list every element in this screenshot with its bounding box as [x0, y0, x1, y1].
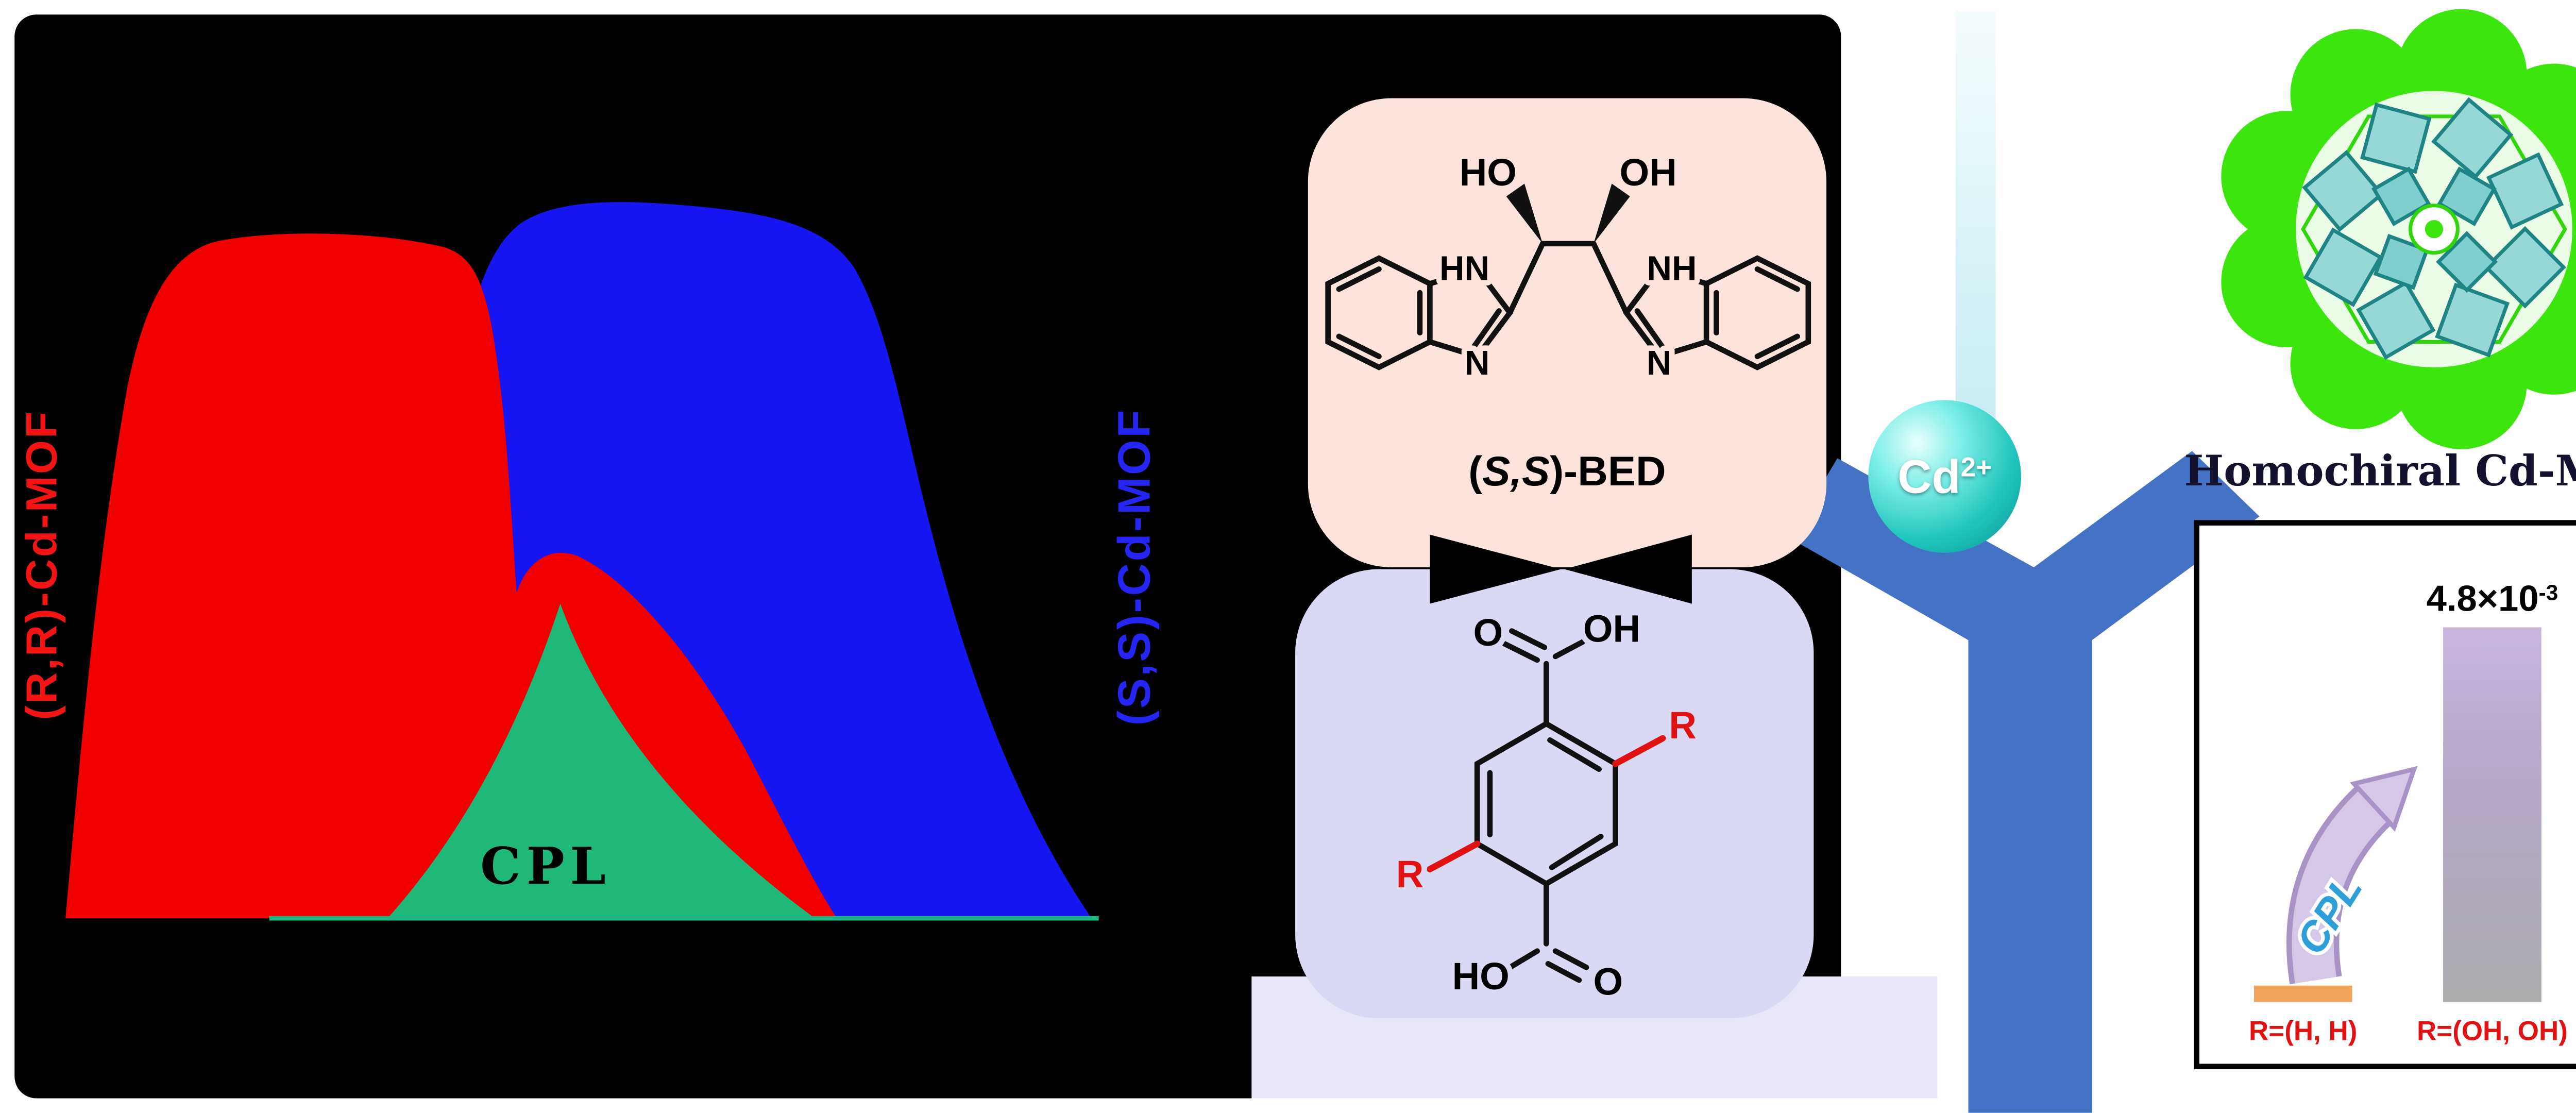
- oh-top-label: OH: [1583, 608, 1640, 650]
- cpl-trend-arrow-body: [2292, 782, 2396, 984]
- r-bond-right: [1612, 735, 1666, 767]
- glum-label-2: R=(OH, OH): [2417, 1016, 2568, 1048]
- reaction-arrow: [1790, 451, 2260, 1113]
- bed-name-stereo: S,S: [1482, 447, 1550, 495]
- wedge-bond-right: [1594, 183, 1630, 244]
- bowtie-left: [1430, 534, 1561, 604]
- red-spectrum-area: [65, 233, 837, 919]
- glum-value-2-exp: -3: [2538, 580, 2558, 606]
- ho-bottom-label: HO: [1452, 955, 1510, 998]
- glum-value-2: 4.8×10-3: [2392, 580, 2576, 622]
- benzimidazole-left: [1325, 255, 1514, 370]
- r-right-label: R: [1669, 704, 1697, 747]
- n-right-label: N: [1647, 344, 1671, 382]
- cd-symbol: Cd: [1897, 448, 1961, 503]
- wedge-bond-left: [1506, 183, 1543, 244]
- r-bond-left: [1427, 840, 1481, 873]
- cpl-spectra-svg: CPL: [65, 202, 1099, 921]
- glum-bar-1: [2253, 985, 2352, 1002]
- o-bottom-label: O: [1594, 960, 1623, 1003]
- cyan-beam: [1955, 11, 1996, 448]
- bowtie-right: [1564, 534, 1692, 604]
- glum-bar-2: [2443, 627, 2541, 1002]
- r-left-label: R: [1396, 853, 1424, 896]
- cd-charge: 2+: [1960, 451, 1992, 483]
- cpl-green-area: [387, 603, 815, 919]
- n-left-label: N: [1465, 344, 1489, 382]
- bed-name-suffix: )-BED: [1550, 447, 1666, 495]
- carboxyl-bottom: [1507, 881, 1589, 983]
- benzene-ring: [1474, 720, 1618, 887]
- cluster-polyhedra-inner: [2371, 166, 2498, 293]
- carboxyl-top: [1501, 628, 1586, 727]
- oh-label: OH: [1619, 151, 1676, 194]
- cpl-trend-arrow: CPL: [2284, 766, 2418, 985]
- nh-label: NH: [1647, 249, 1697, 288]
- o-top-label: O: [1473, 611, 1503, 654]
- mof-cluster-caption: Homochiral Cd-MOFs: [2184, 447, 2576, 497]
- glum-value-2-base: 4.8×10: [2426, 580, 2539, 620]
- linker-structure-svg: O OH R R HO O: [1391, 602, 1702, 1008]
- cd-label: Cd2+: [1897, 448, 1992, 504]
- ligand-box: HO OH HN N NH N (S,S)-BED: [1308, 98, 1827, 568]
- cluster-hexagon-wire: [2301, 114, 2567, 344]
- bed-name-prefix: (: [1468, 447, 1483, 495]
- cpl-trend-arrow-head: [2349, 766, 2418, 832]
- bed-central-bonds: [1506, 183, 1630, 316]
- right-spectrum-vertical-label: (S,S)-Cd-MOF: [1109, 409, 1161, 726]
- glum-label-1: R=(H, H): [2249, 1016, 2358, 1048]
- hn-label: HN: [1439, 249, 1489, 288]
- left-spectrum-vertical-label: (R,R)-Cd-MOF: [18, 409, 67, 720]
- linker-box: O OH R R HO O: [1295, 569, 1814, 1019]
- cpl-annotation: CPL: [480, 836, 611, 896]
- cd-cation-sphere: Cd2+: [1868, 400, 2021, 553]
- ho-label: HO: [1460, 151, 1517, 194]
- cluster-polyhedra-outer: [2302, 97, 2566, 360]
- bed-structure-svg: HO OH HN N NH N: [1325, 145, 1811, 388]
- cluster-center-dot: [2425, 220, 2444, 239]
- glum-chart-panel: 4.8×10-3 5.3×10-3 R=(H, H) R=(OH, OH) R=…: [2194, 520, 2576, 1070]
- reaction-arrow-shape: [1790, 451, 2260, 1113]
- mof-cluster-svg: [2221, 9, 2576, 449]
- junction-bowtie: [1430, 534, 1692, 604]
- bed-name-label: (S,S)-BED: [1308, 447, 1826, 496]
